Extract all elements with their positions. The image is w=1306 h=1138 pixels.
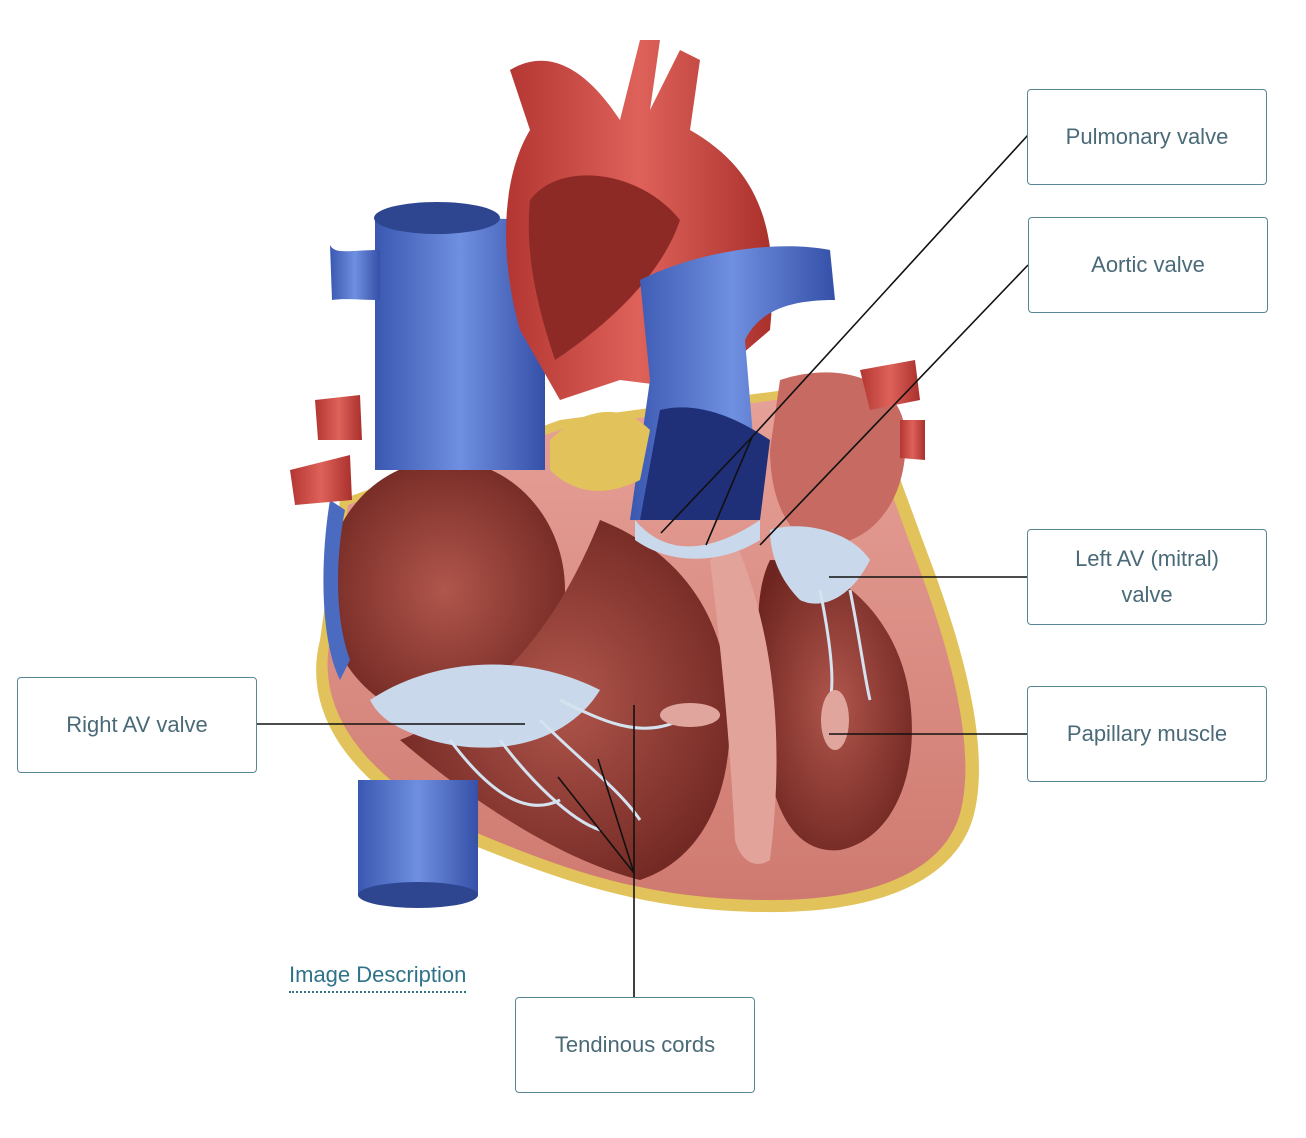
label-tendinous-cords[interactable]: Tendinous cords: [515, 997, 755, 1093]
chordae-tendineae: [448, 589, 872, 832]
label-pulmonary-valve[interactable]: Pulmonary valve: [1027, 89, 1267, 185]
pulmonary-valve-cusps: [635, 520, 760, 559]
right-av-valve-leaflets: [370, 664, 600, 748]
label-text: Papillary muscle: [1066, 721, 1228, 746]
label-right-av-valve[interactable]: Right AV valve: [17, 677, 257, 773]
label-text: Left AV (mitral) valve: [1075, 546, 1219, 607]
papillary-muscle-left: [821, 690, 849, 750]
inferior-vena-cava: [358, 780, 478, 895]
label-text: Pulmonary valve: [1065, 124, 1229, 149]
superior-vena-cava: [375, 215, 545, 470]
papillary-muscle-right: [660, 703, 720, 727]
label-text: Aortic valve: [1091, 252, 1205, 277]
right-atrium: [325, 460, 565, 720]
aortic-valve-leader: [759, 264, 1029, 546]
septum: [710, 540, 777, 864]
leader-lines: [256, 134, 1029, 997]
label-text: Tendinous cords: [554, 1032, 716, 1057]
image-description-link[interactable]: Image Description: [289, 962, 467, 993]
label-text: Right AV valve: [66, 712, 208, 737]
label-aortic-valve[interactable]: Aortic valve: [1028, 217, 1268, 313]
label-left-av-mitral-valve[interactable]: Left AV (mitral) valve: [1027, 529, 1267, 625]
label-papillary-muscle[interactable]: Papillary muscle: [1027, 686, 1267, 782]
mitral-valve-leaflets: [770, 526, 870, 604]
left-atrium: [770, 372, 906, 546]
